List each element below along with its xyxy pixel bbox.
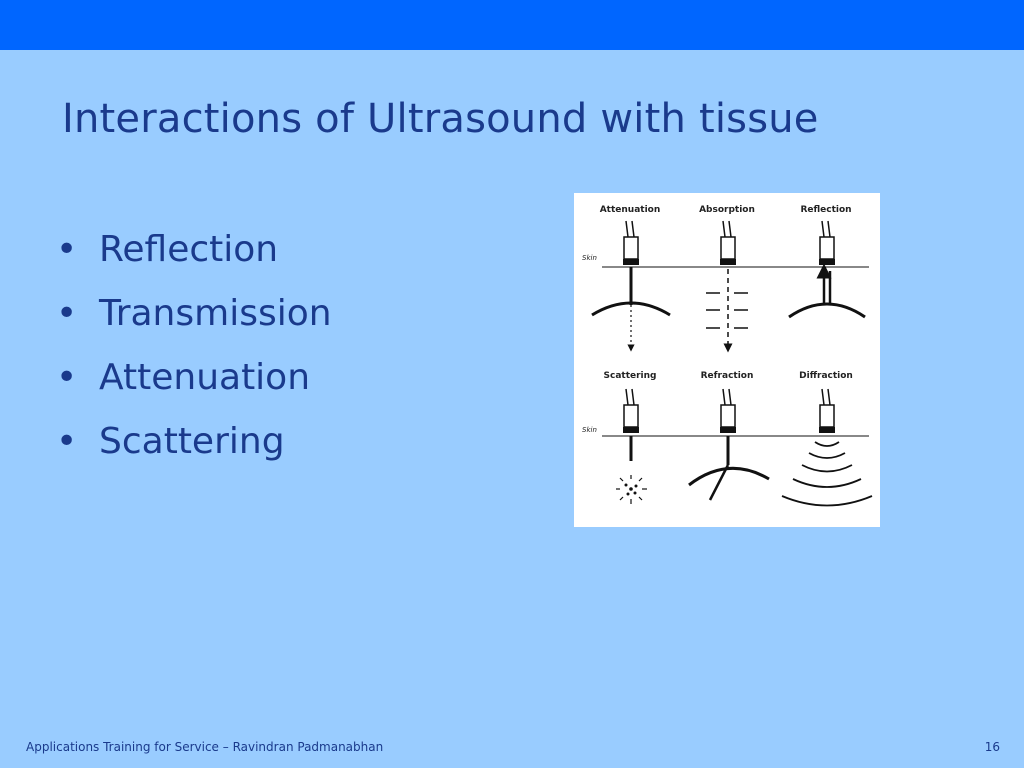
bullet-dot: •	[56, 421, 78, 462]
panel-label-refraction: Refraction	[701, 371, 754, 381]
transducer-icon	[623, 388, 639, 433]
bullet-text: Reflection	[99, 229, 279, 270]
panel-label-attenuation: Attenuation	[600, 205, 661, 215]
figure-svg: Attenuation Absorption Reflection Scatte…	[582, 205, 873, 507]
transducer-icon	[819, 388, 835, 433]
panel-label-scattering: Scattering	[604, 371, 657, 381]
transducer-icon	[819, 220, 835, 265]
bullet-dot: •	[56, 293, 78, 334]
top-bar	[0, 0, 1024, 50]
attenuation-diagram	[591, 267, 671, 352]
reflection-diagram	[788, 263, 866, 319]
bullet-text: Scattering	[99, 421, 285, 462]
slide-title: Interactions of Ultrasound with tissue	[62, 96, 819, 142]
panel-label-absorption: Absorption	[699, 205, 755, 215]
page-number: 16	[984, 740, 1000, 754]
refraction-diagram	[688, 436, 770, 501]
diffraction-diagram	[781, 441, 873, 507]
bullet-dot: •	[56, 229, 78, 270]
panel-label-reflection: Reflection	[800, 205, 851, 215]
skin-label-top: Skin	[582, 254, 597, 262]
transducer-icon	[623, 220, 639, 265]
skin-label-bottom: Skin	[582, 426, 597, 434]
ultrasound-interactions-figure: Attenuation Absorption Reflection Scatte…	[574, 193, 880, 527]
absorption-diagram	[706, 269, 748, 353]
bullet-text: Attenuation	[99, 357, 311, 398]
transducer-icon	[720, 220, 736, 265]
transducer-icon	[720, 388, 736, 433]
bullet-text: Transmission	[99, 293, 332, 334]
footer-text: Applications Training for Service – Ravi…	[26, 740, 384, 754]
bullet-dot: •	[56, 357, 78, 398]
panel-label-diffraction: Diffraction	[799, 371, 853, 381]
scattering-diagram	[616, 436, 647, 504]
